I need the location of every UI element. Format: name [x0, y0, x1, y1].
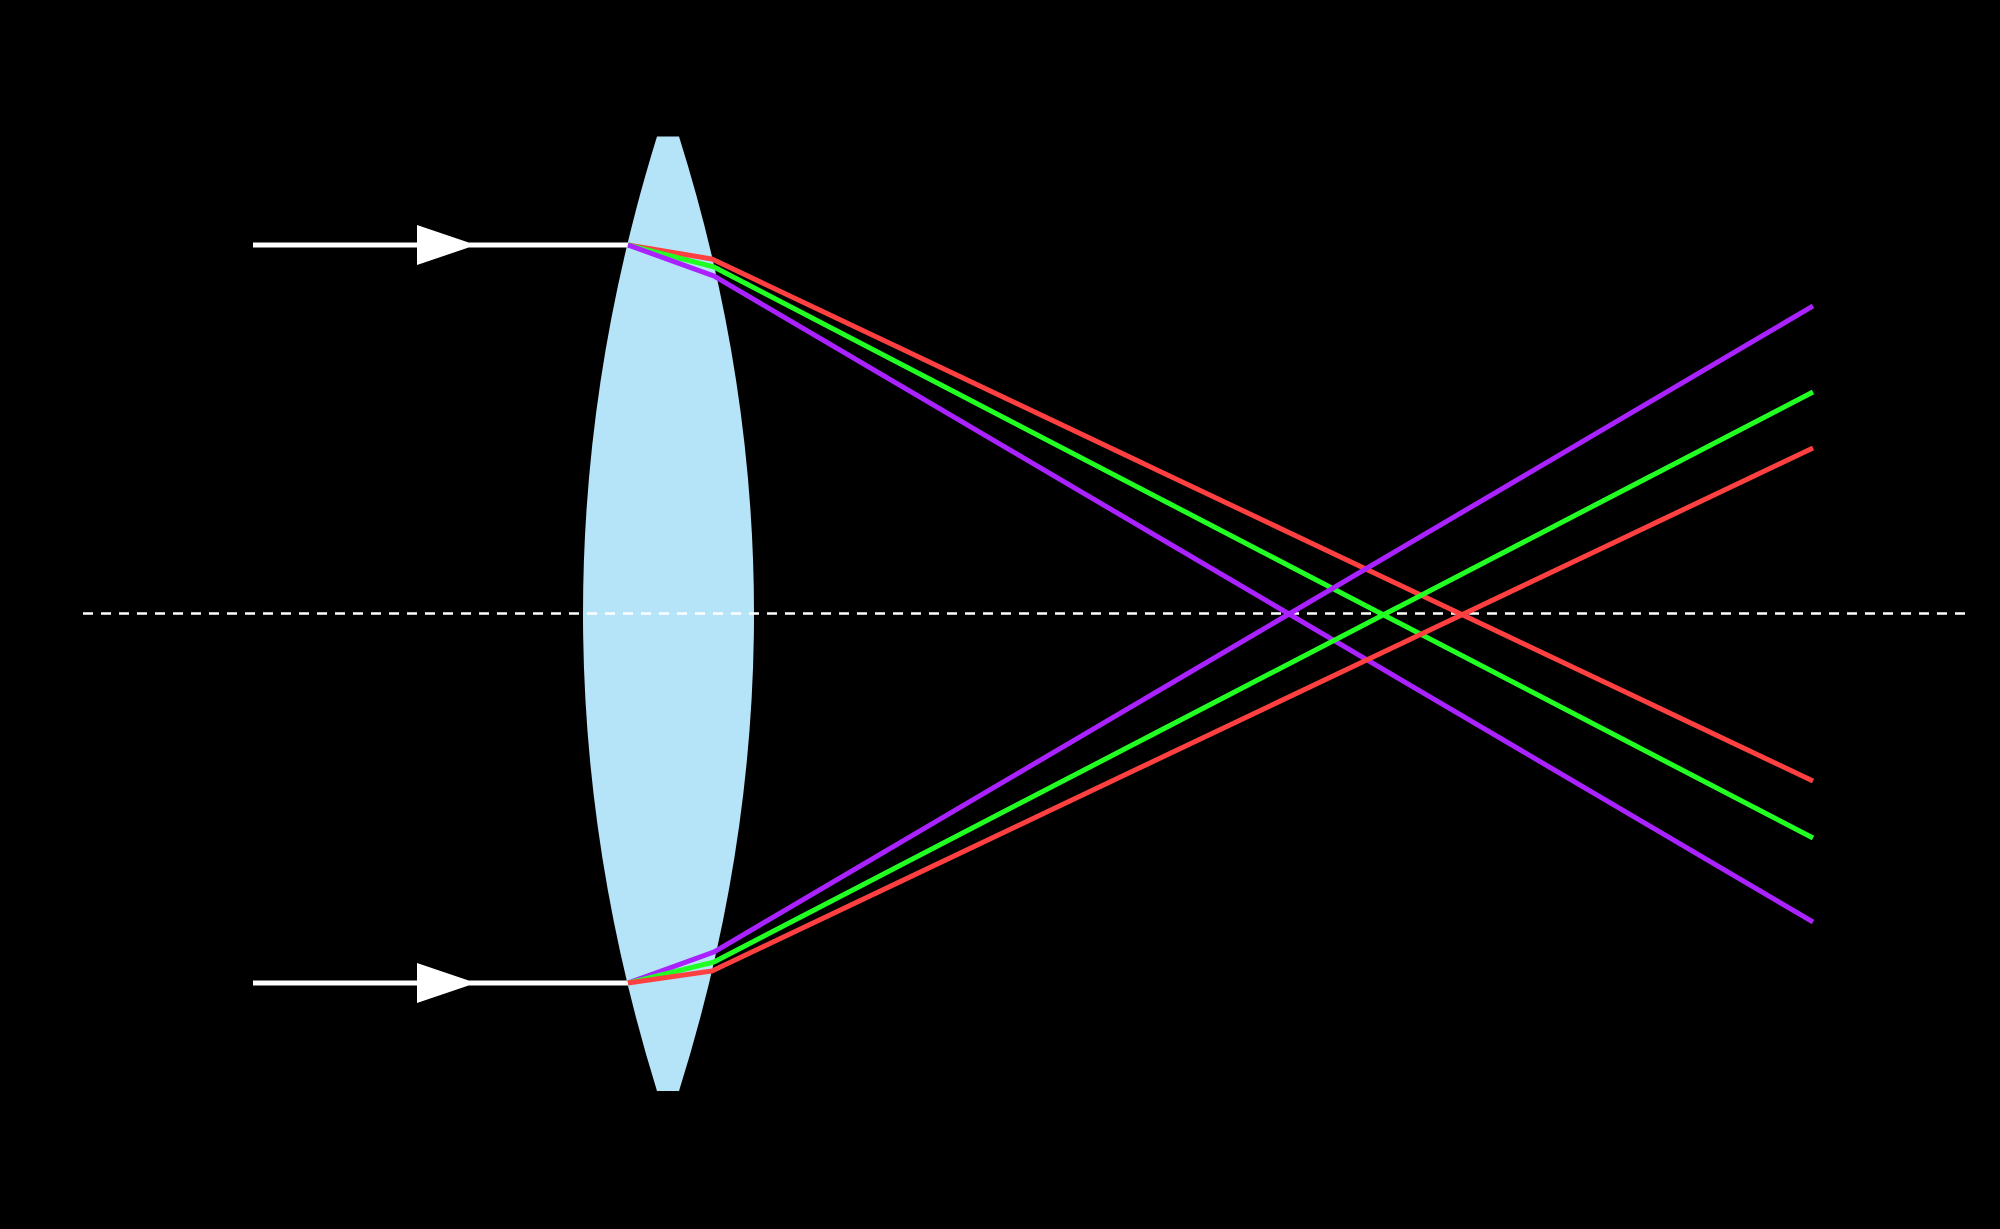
ray-red-lower	[627, 445, 1815, 986]
ray-green-lower	[627, 389, 1815, 986]
incident-ray-lower	[253, 963, 628, 1003]
arrowhead-icon	[417, 225, 476, 265]
ray-violet-lower	[627, 303, 1815, 986]
refracted-rays	[627, 242, 1815, 986]
ray-violet-upper	[627, 242, 1815, 925]
arrowhead-icon	[417, 963, 476, 1003]
ray-green-upper	[627, 242, 1815, 841]
incident-ray-upper	[253, 225, 628, 265]
